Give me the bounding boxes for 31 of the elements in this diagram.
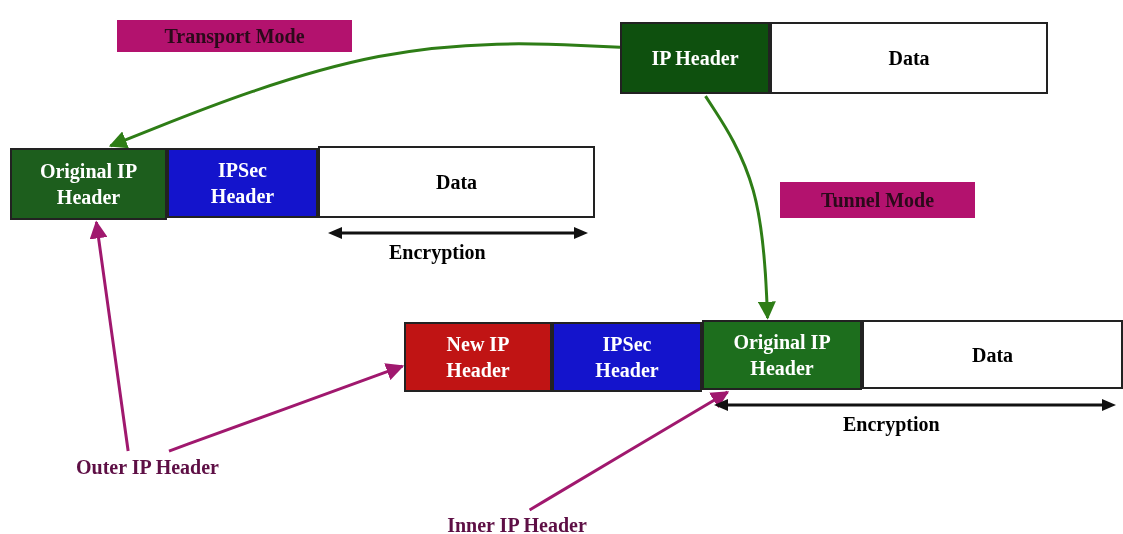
node-text: IPSec Header [209, 158, 276, 209]
node-text: Inner IP Header [447, 513, 587, 534]
data-field [318, 146, 595, 218]
dimension-label: Encryption [843, 413, 940, 436]
node-text: Data [435, 170, 478, 195]
arrow [528, 390, 730, 512]
header-field [10, 148, 167, 220]
data-field [862, 320, 1123, 389]
node-text: Outer IP Header [76, 455, 219, 480]
node-text: IPSec Header [594, 332, 660, 383]
node-text: Original IP Header [38, 159, 139, 210]
node-text: Transport Mode [164, 24, 305, 49]
mode-tag [780, 182, 975, 218]
node-text: New IP Header [445, 332, 511, 383]
node-text: Data [971, 342, 1014, 368]
mode-tag [117, 20, 352, 52]
header-field [167, 148, 318, 218]
node-text: IP Header [651, 46, 739, 71]
header-field [552, 322, 702, 392]
node-text: Data [888, 46, 930, 71]
node-text: Tunnel Mode [820, 188, 935, 213]
header-field [404, 322, 552, 392]
arrow [168, 363, 405, 453]
header-field [702, 320, 862, 390]
arrow [704, 95, 776, 320]
header-field [620, 22, 770, 94]
data-field [770, 22, 1048, 94]
arrow [108, 42, 621, 149]
dimension-label: Encryption [389, 241, 486, 264]
arrow [89, 220, 130, 452]
node-text: Original IP Header [732, 330, 832, 381]
